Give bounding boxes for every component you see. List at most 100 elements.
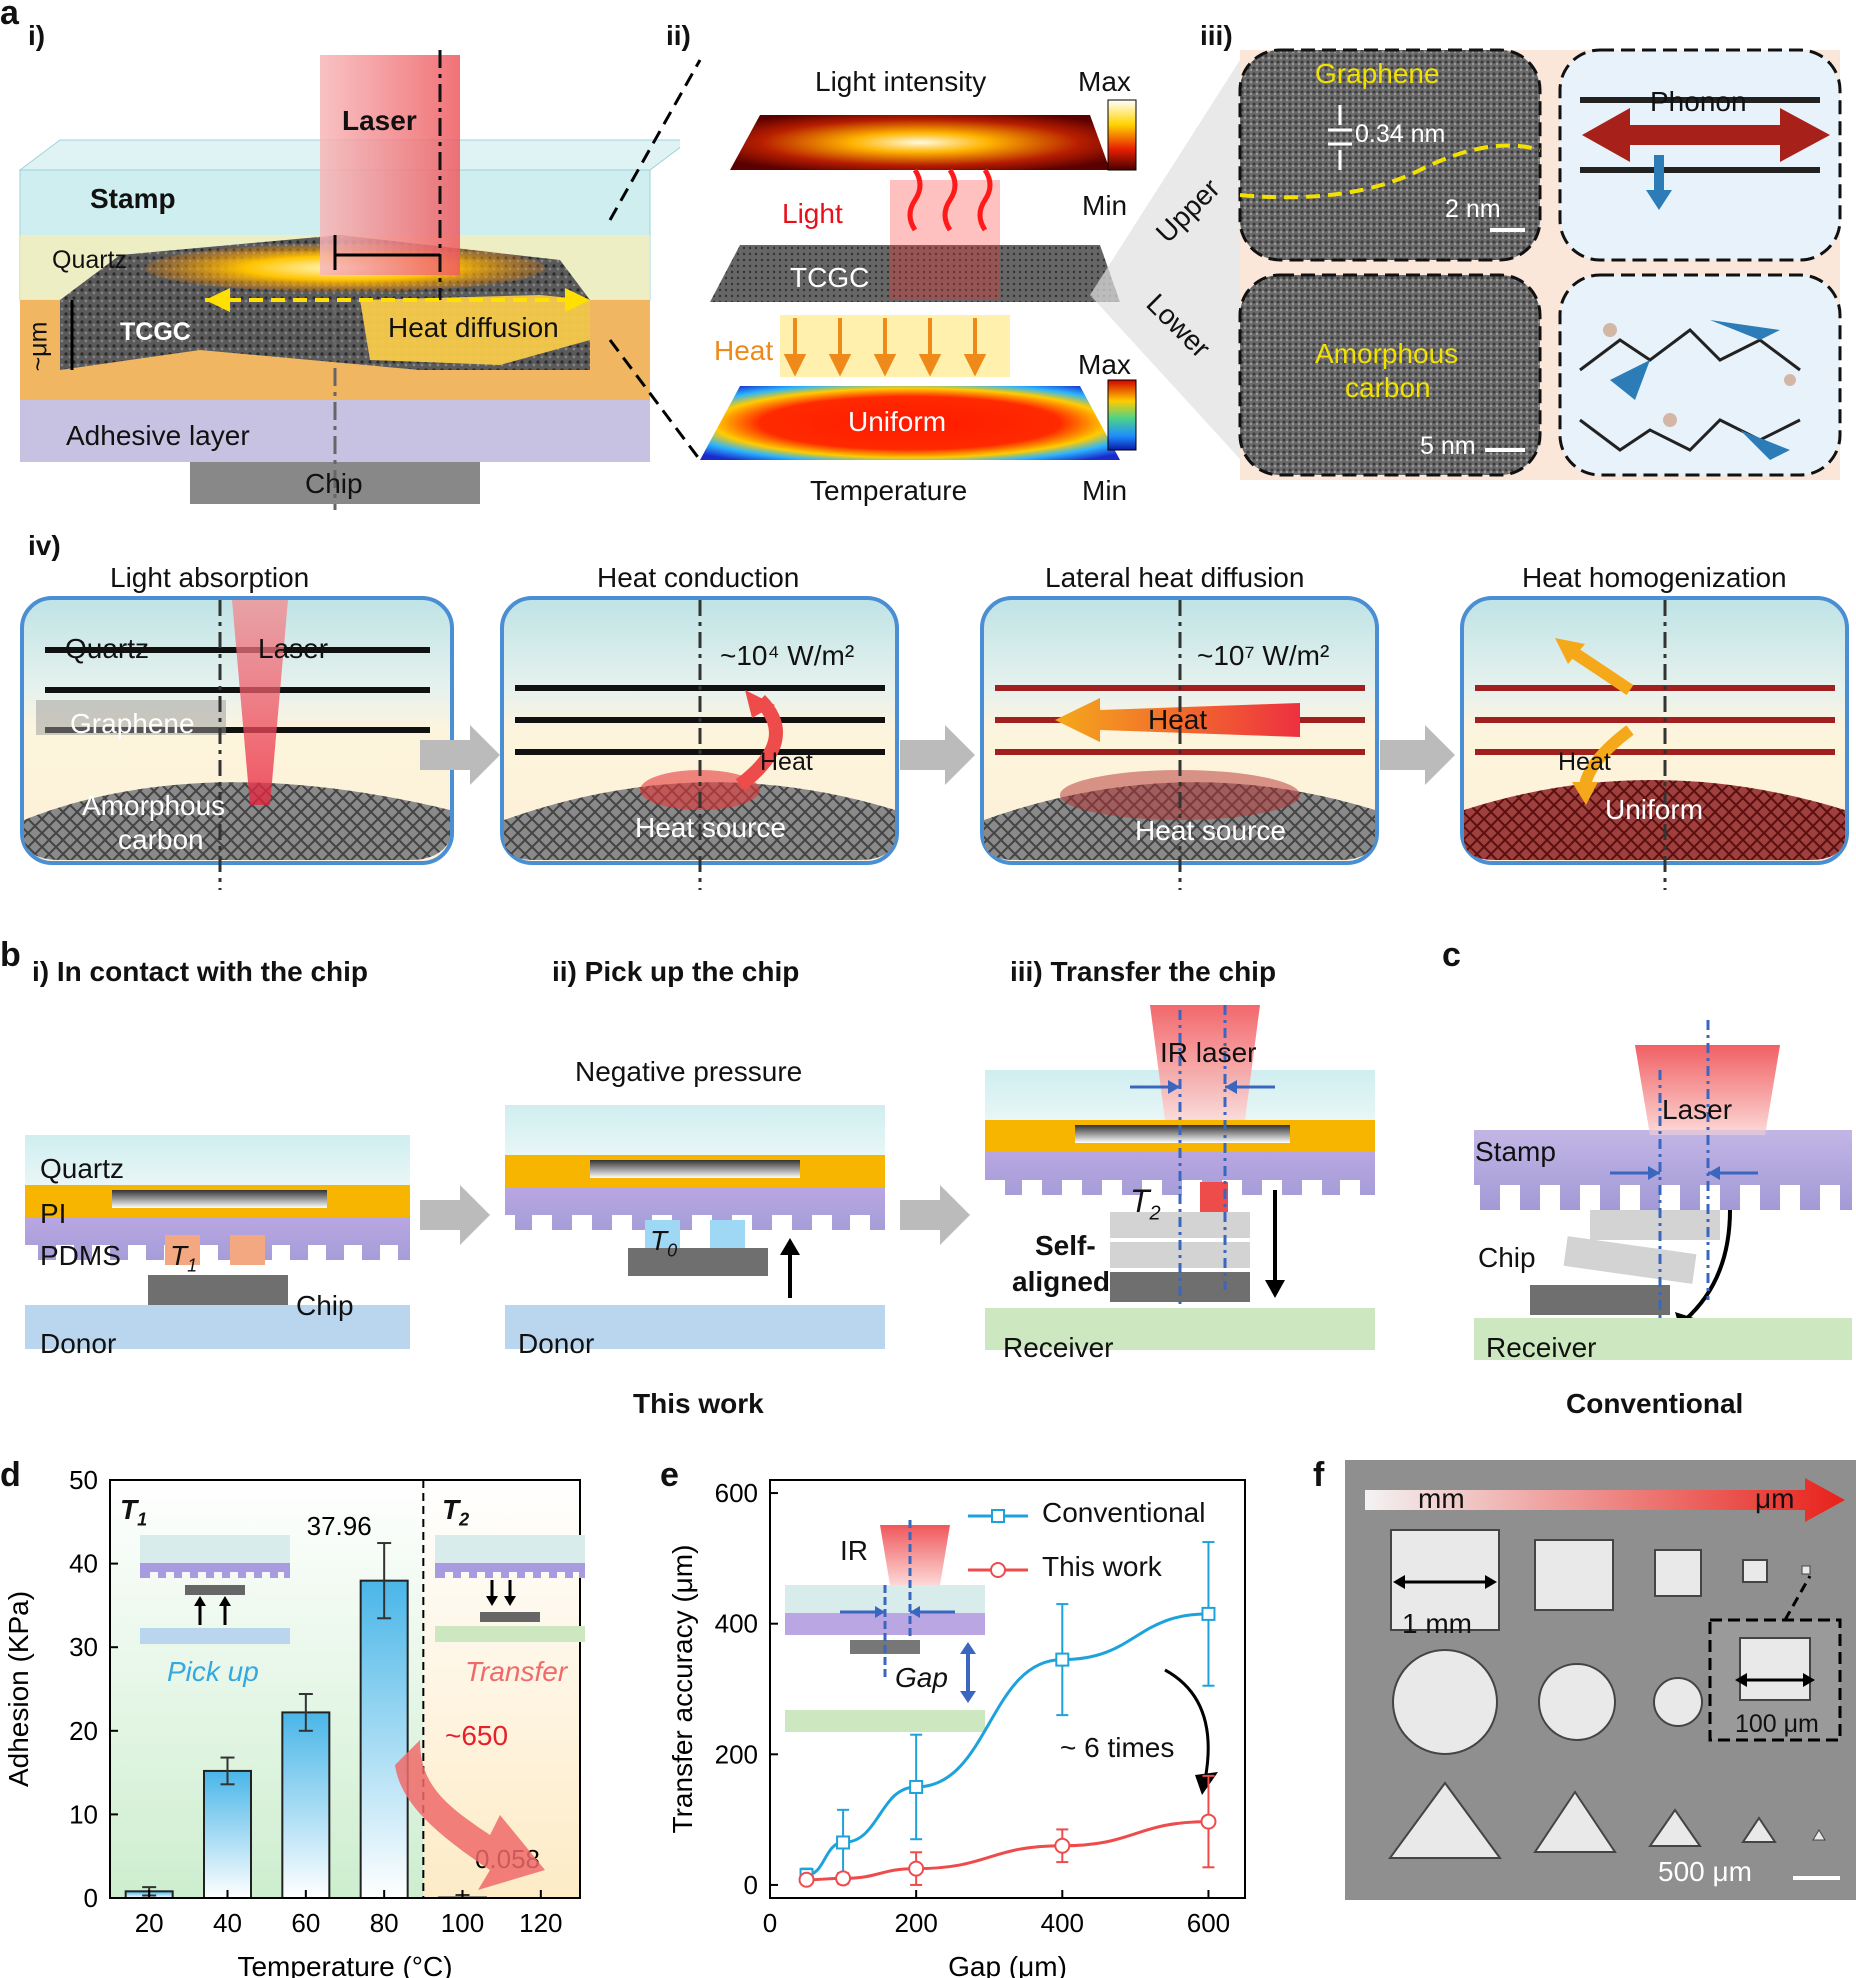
- panel-b-label: b: [0, 936, 21, 974]
- receiver-1: [985, 1308, 1375, 1350]
- legend-swatch-this-work: [968, 1562, 1028, 1578]
- b-t2: T2: [1130, 1183, 1161, 1225]
- x-tick-label: 0: [763, 1908, 777, 1938]
- b-step3-title: iii) Transfer the chip: [1010, 956, 1277, 987]
- step4-title: Heat homogenization: [1522, 562, 1787, 593]
- graphene-tem-label: Graphene: [1315, 58, 1440, 89]
- x-tick-label: 200: [894, 1908, 937, 1938]
- adhesion-plot-frame: [109, 1479, 581, 1899]
- data-point: [836, 1835, 851, 1850]
- b-receiver: Receiver: [1003, 1332, 1114, 1363]
- quartz-label: Quartz: [52, 246, 128, 274]
- mm-label: mm: [1418, 1483, 1465, 1514]
- panel-f-label: f: [1313, 1456, 1325, 1494]
- d-t2-symbol: T: [442, 1494, 460, 1525]
- data-point: [835, 1870, 852, 1887]
- min-label-2: Min: [1082, 475, 1128, 506]
- x-tick-label: 40: [213, 1908, 242, 1938]
- light-intensity-title: Light intensity: [815, 66, 987, 97]
- b-t1-symbol: T: [170, 1240, 188, 1271]
- hundred-um-label: 100 μm: [1735, 1710, 1819, 1738]
- b-t0: T0: [650, 1225, 677, 1262]
- step2-heat: Heat: [760, 748, 813, 776]
- y-tick-label: 200: [715, 1739, 758, 1769]
- step3-title: Lateral heat diffusion: [1045, 562, 1305, 593]
- x-tick-label: 20: [135, 1908, 164, 1938]
- zoom-lines: [608, 59, 702, 461]
- legend-label-this-work: This work: [1042, 1551, 1162, 1582]
- c-chip: Chip: [1478, 1242, 1536, 1273]
- amorphous-tem-label-2: carbon: [1345, 372, 1431, 403]
- y-tick-label: 400: [715, 1609, 758, 1639]
- transfer-label: Transfer: [465, 1656, 568, 1687]
- step2-source: Heat source: [635, 812, 786, 843]
- phonon-label: Phonon: [1650, 86, 1747, 117]
- um-label: μm: [1755, 1483, 1795, 1514]
- chip-label: Chip: [305, 468, 363, 499]
- b-donor-1: Donor: [40, 1328, 117, 1359]
- pick-up-label: Pick up: [167, 1656, 259, 1687]
- step3-source: Heat source: [1135, 815, 1286, 846]
- max-label-2: Max: [1078, 349, 1131, 380]
- b-t2-sub: 2: [1149, 1202, 1161, 1225]
- heat-label: Heat: [714, 335, 774, 366]
- y-tick-label: 50: [69, 1465, 98, 1495]
- x-tick-label: 600: [1187, 1908, 1230, 1938]
- heat-diffusion-label: Heat diffusion: [388, 312, 559, 343]
- b-ir-laser: IR laser: [1160, 1037, 1257, 1068]
- y-tick-label: 20: [69, 1716, 98, 1746]
- x-tick-label: 100: [441, 1908, 484, 1938]
- data-point: [1054, 1837, 1071, 1854]
- pdms-comb-2: [505, 1187, 885, 1230]
- gap-inset-label: Gap: [895, 1662, 948, 1693]
- panel-a-iv-label: iv): [28, 530, 61, 561]
- b-quartz: Quartz: [40, 1153, 125, 1184]
- data-point: [1055, 1652, 1070, 1667]
- ratio-label: ~650: [445, 1720, 509, 1751]
- panel-a-i-label: i): [28, 20, 46, 51]
- bar: [281, 1711, 331, 1899]
- step1-title: Light absorption: [110, 562, 310, 593]
- tem-lower: [1238, 273, 1542, 477]
- microscopy-panel: [1090, 48, 1842, 480]
- panel-a-iii-label: iii): [1200, 20, 1233, 51]
- tcgc-label-2: TCGC: [790, 262, 870, 293]
- amorphous-tem-label-1: Amorphous: [1315, 338, 1459, 369]
- accuracy-plot-frame: [769, 1479, 1246, 1899]
- panel-e-label: e: [660, 1456, 679, 1494]
- uniform-label: Uniform: [848, 406, 947, 437]
- step-box-4: [1460, 596, 1849, 890]
- laser-label: Laser: [342, 105, 417, 136]
- legend-swatch-conventional: [968, 1509, 1028, 1523]
- size-arrow: [1365, 1478, 1845, 1522]
- legend-label-conventional: Conventional: [1042, 1497, 1206, 1528]
- step3-heat: Heat: [1148, 704, 1208, 735]
- x-tick-label: 120: [519, 1908, 562, 1938]
- square-1: [1390, 1529, 1500, 1631]
- y-axis-label: Adhesion (KPa): [3, 1591, 34, 1787]
- bar: [203, 1769, 252, 1900]
- stamp-label: Stamp: [90, 183, 176, 214]
- b-donor-2: Donor: [518, 1328, 595, 1359]
- x-axis-label-e-text: Gap (μm): [948, 1951, 1067, 1978]
- sem-image: [1345, 1460, 1856, 1900]
- y-tick-label: 600: [715, 1478, 758, 1508]
- tem-upper: [1238, 48, 1542, 262]
- laser-beam: [320, 55, 460, 275]
- adhesive-label: Adhesive layer: [66, 420, 250, 451]
- donor-2: [505, 1305, 885, 1349]
- b-t0-sub: 0: [667, 1240, 678, 1261]
- step4-heat: Heat: [1558, 748, 1611, 776]
- tcgc-plane: [710, 245, 1120, 302]
- step1-carbon: carbon: [118, 824, 204, 855]
- b-step1-title: i) In contact with the chip: [32, 956, 368, 987]
- six-times-arrow: [1164, 1668, 1210, 1781]
- d-t1-sub: 1: [137, 1509, 148, 1530]
- panel-a-label: a: [0, 0, 19, 32]
- heat-map-panel: [700, 99, 1137, 460]
- d-t2-sub: 2: [459, 1509, 470, 1530]
- step-box-3: [980, 596, 1379, 890]
- data-point: [1200, 1813, 1217, 1830]
- step2-title: Heat conduction: [597, 562, 800, 593]
- step2-flux: ~10⁴ W/m²: [720, 640, 855, 671]
